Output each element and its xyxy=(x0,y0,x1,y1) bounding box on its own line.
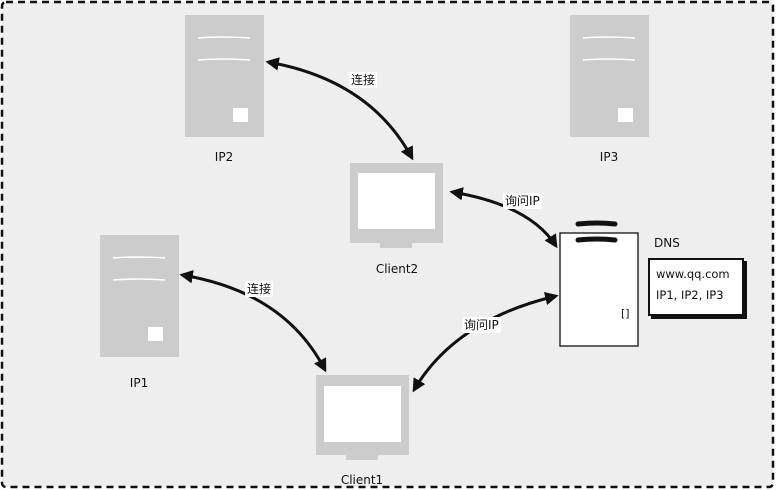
arrow-client2-dns xyxy=(449,187,558,249)
arrow-ip2-client2 xyxy=(265,57,414,161)
connection-label-ip1-client1: 连接 xyxy=(245,281,274,297)
dns-server-icon xyxy=(559,220,639,347)
connection-label-ip2-client2: 连接 xyxy=(349,72,378,88)
client2-monitor-icon xyxy=(350,163,443,248)
dns-records-card: www.qq.com IP1, IP2, IP3 xyxy=(648,258,744,316)
server-ip3-icon xyxy=(570,15,649,137)
dns-ips-text: IP1, IP2, IP3 xyxy=(656,288,724,302)
server-ip1-label: IP1 xyxy=(129,376,149,390)
dns-label: DNS xyxy=(654,236,680,250)
server-ip2-label: IP2 xyxy=(214,150,234,164)
server-ip3-label: IP3 xyxy=(599,150,619,164)
connection-label-client1-dns: 询问IP xyxy=(462,317,501,333)
server-ip1-icon xyxy=(100,235,179,357)
server-ip2-icon xyxy=(185,15,264,137)
arrow-ip1-client1 xyxy=(179,270,327,373)
client1-monitor-icon xyxy=(316,375,409,460)
dns-domain-text: www.qq.com xyxy=(656,267,730,281)
connection-label-client2-dns: 询问IP xyxy=(503,193,542,209)
client2-label: Client2 xyxy=(375,262,419,276)
client1-label: Client1 xyxy=(340,473,384,487)
dns-bracket-text: [] xyxy=(621,307,630,320)
